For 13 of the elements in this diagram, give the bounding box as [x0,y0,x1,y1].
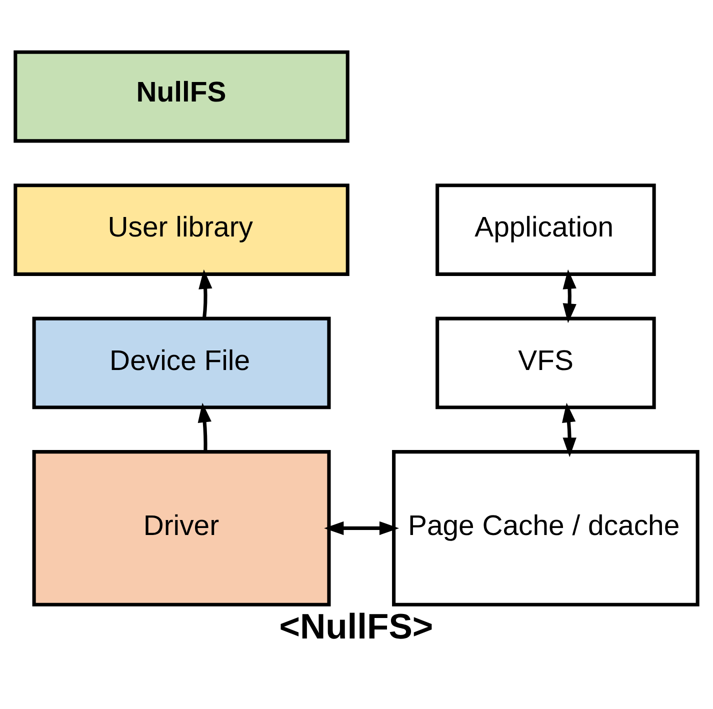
caption: <NullFS> [279,606,434,646]
arrow [562,268,576,323]
node-box: Page Cache / dcache [392,450,700,606]
node-box: NullFS [14,50,350,142]
arrow [198,402,212,452]
arrow [562,402,576,457]
arrow [198,268,212,318]
node-box: Driver [32,450,331,606]
node-box: Device File [32,316,331,409]
node-box: User library [14,183,350,276]
node-box: VFS [436,316,656,409]
node-box: Application [436,183,656,276]
arrow [324,520,400,535]
